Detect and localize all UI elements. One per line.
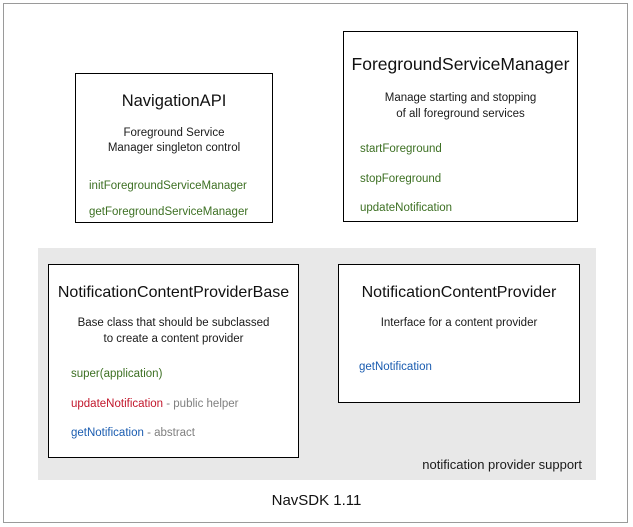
method-item[interactable]: initForegroundServiceManager	[89, 179, 272, 195]
class-description: Base class that should be subclassed to …	[49, 316, 298, 347]
class-box-notification-content-provider[interactable]: NotificationContentProvider Interface fo…	[338, 264, 580, 403]
method-item[interactable]: stopForeground	[360, 172, 577, 188]
class-description-line: Interface for a content provider	[380, 317, 538, 330]
method-item[interactable]: updateNotification - public helper	[71, 397, 298, 413]
class-box-foreground-service-manager[interactable]: ForegroundServiceManager Manage starting…	[343, 31, 578, 222]
class-description: Foreground Service Manager singleton con…	[76, 126, 272, 157]
class-title: NavigationAPI	[121, 92, 227, 110]
group-label: notification provider support	[422, 457, 582, 472]
footer-caption: NavSDK 1.11	[271, 492, 362, 509]
method-list: getNotification	[339, 360, 579, 376]
method-name: stopForeground	[360, 172, 442, 185]
method-name: updateNotification	[71, 397, 164, 410]
method-note: - abstract	[143, 427, 196, 440]
method-item[interactable]: getForegroundServiceManager	[89, 205, 272, 221]
class-description-line: Manage starting and stopping	[384, 92, 537, 104]
class-description-line: Manager singleton control	[107, 142, 241, 155]
class-description-line: Foreground Service	[123, 126, 225, 139]
method-list: startForeground stopForeground updateNot…	[344, 142, 577, 217]
class-box-navigation-api[interactable]: NavigationAPI Foreground Service Manager…	[75, 73, 273, 223]
class-title: ForegroundServiceManager	[351, 54, 570, 74]
class-title: NotificationContentProvider	[361, 284, 557, 301]
method-item[interactable]: getNotification	[359, 360, 579, 376]
diagram-outer-frame	[3, 3, 628, 523]
method-name: super(application)	[71, 368, 163, 381]
method-name: getNotification	[359, 360, 432, 373]
method-name: startForeground	[360, 143, 442, 156]
method-item[interactable]: super(application)	[71, 367, 298, 383]
method-item[interactable]: startForeground	[360, 142, 577, 158]
class-title: NotificationContentProviderBase	[57, 284, 290, 301]
class-box-notification-content-provider-base[interactable]: NotificationContentProviderBase Base cla…	[48, 264, 299, 458]
method-item[interactable]: updateNotification	[360, 201, 577, 217]
method-name: getForegroundServiceManager	[89, 206, 249, 219]
method-list: initForegroundServiceManager getForegrou…	[76, 179, 272, 221]
method-item[interactable]: getNotification - abstract	[71, 426, 298, 442]
class-description-line: Base class that should be subclassed	[77, 317, 270, 330]
method-note: - public helper	[163, 397, 239, 410]
method-name: updateNotification	[360, 202, 453, 215]
method-list: super(application) updateNotification - …	[49, 367, 298, 442]
method-name: getNotification	[71, 427, 144, 440]
class-description-line: to create a content provider	[103, 332, 244, 345]
class-description-line: of all foreground services	[396, 107, 525, 120]
class-description: Manage starting and stopping of all fore…	[344, 91, 577, 122]
method-name: initForegroundServiceManager	[89, 179, 247, 192]
class-description: Interface for a content provider	[339, 316, 579, 332]
